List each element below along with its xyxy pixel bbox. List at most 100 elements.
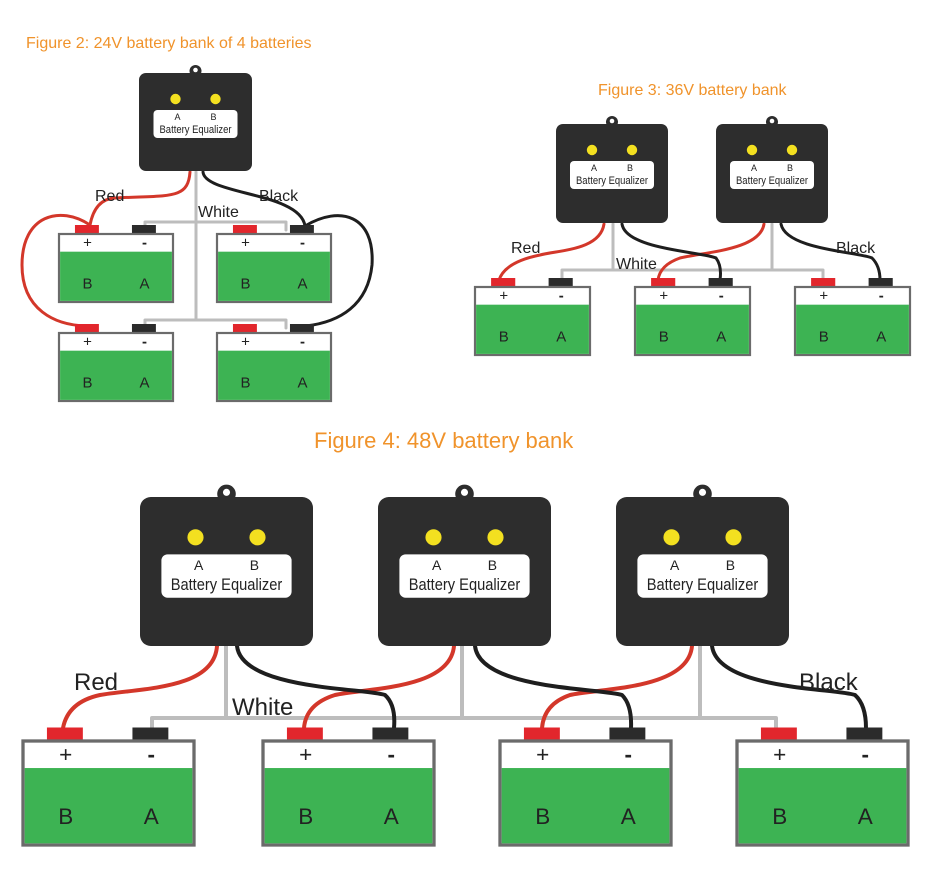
battery-label-b: B [298,804,313,829]
red-wire [656,222,766,282]
black-wire-label: Black [259,188,299,205]
negative-terminal [708,278,733,288]
white-wire [143,220,288,232]
negative-terminal [846,727,883,743]
led-a-label: A [751,163,757,173]
battery-charge-fill [218,251,330,301]
positive-terminal [651,278,676,288]
led-b-indicator [249,529,266,546]
white-wire-label: White [616,256,657,273]
equalizer-label: Battery Equalizer [171,575,283,594]
black-wire [710,644,868,730]
white-wire-label: White [232,694,293,721]
equalizer-label-plate [161,554,292,598]
negative-terminal [289,225,314,235]
positive-terminal [286,727,323,743]
led-b-label: B [250,557,259,573]
battery-charge-fill [24,768,193,844]
minus-sign: - [559,288,564,305]
minus-sign: - [625,742,633,767]
plus-sign: + [773,742,786,767]
mounting-hole [222,488,231,496]
battery-label-a: A [297,374,307,391]
black-wire [235,644,397,730]
minus-sign: - [300,235,305,252]
plus-sign: + [299,742,312,767]
battery-label-b: B [58,804,73,829]
battery-charge-fill [636,304,749,354]
red-wire-label: Red [74,669,118,696]
positive-terminal [523,727,560,743]
battery-label-b: B [240,275,250,292]
battery-label-a: A [556,328,566,345]
white-wire-label: White [198,204,239,221]
plus-sign: + [659,288,668,305]
minus-sign: - [300,334,305,351]
white-wire [143,318,288,330]
led-a-indicator [746,144,758,156]
equalizer-label-plate [637,554,768,598]
led-b-indicator [210,93,221,105]
figure-4-title: Figure 4: 48V battery bank [314,428,574,453]
led-b-indicator [487,529,504,546]
minus-sign: - [148,742,156,767]
equalizer-label: Battery Equalizer [576,175,648,187]
led-a-indicator [663,529,680,546]
negative-terminal [131,324,156,334]
led-b-label: B [726,557,735,573]
plus-sign: + [59,742,72,767]
led-b-indicator [626,144,638,156]
red-wire [88,170,192,227]
plus-sign: + [241,235,250,252]
plus-sign: + [819,288,828,305]
battery-label-a: A [858,804,873,829]
battery-label-b: B [772,804,787,829]
red-wire [497,222,606,282]
equalizer-label-plate [153,110,238,138]
led-a-label: A [591,163,597,173]
battery-charge-fill [218,350,330,400]
plus-sign: + [83,235,92,252]
minus-sign: - [879,288,884,305]
led-a-label: A [432,557,442,573]
labels-layer: Figure 2: 24V battery bank of 4 batterie… [26,35,876,721]
minus-sign: - [388,742,396,767]
minus-sign: - [142,334,147,351]
led-a-indicator [170,93,181,105]
led-b-label: B [210,112,216,122]
equalizer-label-plate [570,161,654,189]
mounting-hole [698,488,707,496]
negative-terminal [131,225,156,235]
battery-label-b: B [240,374,250,391]
negative-terminal [372,727,409,743]
positive-terminal [491,278,516,288]
black-wire [201,170,307,228]
minus-sign: - [142,235,147,252]
positive-terminal [811,278,836,288]
white-wire [150,716,778,732]
mounting-hole [769,118,775,124]
positive-terminal [760,727,797,743]
wires-layer [20,170,882,732]
equalizer-label-plate [730,161,814,189]
led-b-label: B [488,557,497,573]
positive-terminal [232,324,257,334]
equalizer-label: Battery Equalizer [647,575,759,594]
battery-label-b: B [819,328,829,345]
black-wire [303,214,374,328]
battery-charge-fill [476,304,589,354]
